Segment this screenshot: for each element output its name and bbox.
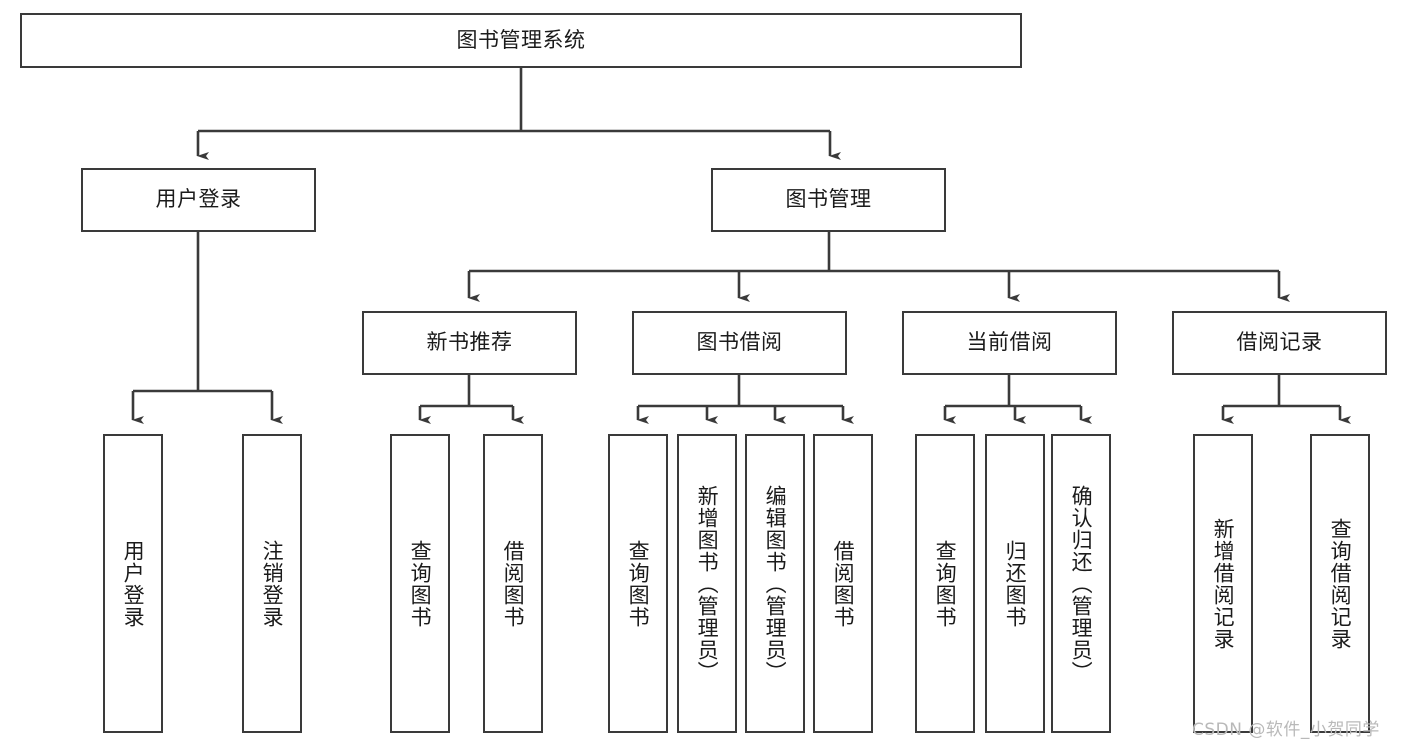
leaf-label: 借阅图书 — [831, 539, 856, 628]
node-user-login[interactable]: 用户登录 — [81, 168, 316, 232]
leaf-current-query-book[interactable]: 查询图书 — [915, 434, 975, 733]
csdn-watermark: CSDN @软件_小贺同学 — [1192, 720, 1380, 740]
leaf-current-confirm-return-admin[interactable]: 确认归还（管理员） — [1051, 434, 1111, 733]
leaf-borrow-add-book-admin[interactable]: 新增图书（管理员） — [677, 434, 737, 733]
leaf-label: 新增图书（管理员） — [695, 484, 720, 683]
leaf-label: 用户登录 — [121, 539, 146, 628]
leaf-user-login-login[interactable]: 用户登录 — [103, 434, 163, 733]
leaf-current-return-book[interactable]: 归还图书 — [985, 434, 1045, 733]
leaf-label: 查询图书 — [626, 539, 651, 628]
leaf-label: 注销登录 — [260, 539, 285, 628]
leaf-recommend-query-book[interactable]: 查询图书 — [390, 434, 450, 733]
leaf-label: 查询图书 — [408, 539, 433, 628]
node-book-borrow[interactable]: 图书借阅 — [632, 311, 847, 375]
leaf-label: 借阅图书 — [501, 539, 526, 628]
leaf-label: 归还图书 — [1003, 539, 1028, 628]
leaf-user-login-logout[interactable]: 注销登录 — [242, 434, 302, 733]
node-root-system[interactable]: 图书管理系统 — [20, 13, 1022, 68]
node-book-management[interactable]: 图书管理 — [711, 168, 946, 232]
node-current-borrow[interactable]: 当前借阅 — [902, 311, 1117, 375]
leaf-label: 查询图书 — [933, 539, 958, 628]
leaf-label: 新增借阅记录 — [1211, 517, 1236, 650]
leaf-records-query-record[interactable]: 查询借阅记录 — [1310, 434, 1370, 733]
leaf-records-add-record[interactable]: 新增借阅记录 — [1193, 434, 1253, 733]
leaf-borrow-borrow-book[interactable]: 借阅图书 — [813, 434, 873, 733]
leaf-label: 查询借阅记录 — [1328, 517, 1353, 650]
leaf-recommend-borrow-book[interactable]: 借阅图书 — [483, 434, 543, 733]
leaf-borrow-edit-book-admin[interactable]: 编辑图书（管理员） — [745, 434, 805, 733]
leaf-borrow-query-book[interactable]: 查询图书 — [608, 434, 668, 733]
leaf-label: 编辑图书（管理员） — [763, 484, 788, 683]
node-borrow-records[interactable]: 借阅记录 — [1172, 311, 1387, 375]
node-new-book-recommend[interactable]: 新书推荐 — [362, 311, 577, 375]
leaf-label: 确认归还（管理员） — [1069, 484, 1094, 683]
